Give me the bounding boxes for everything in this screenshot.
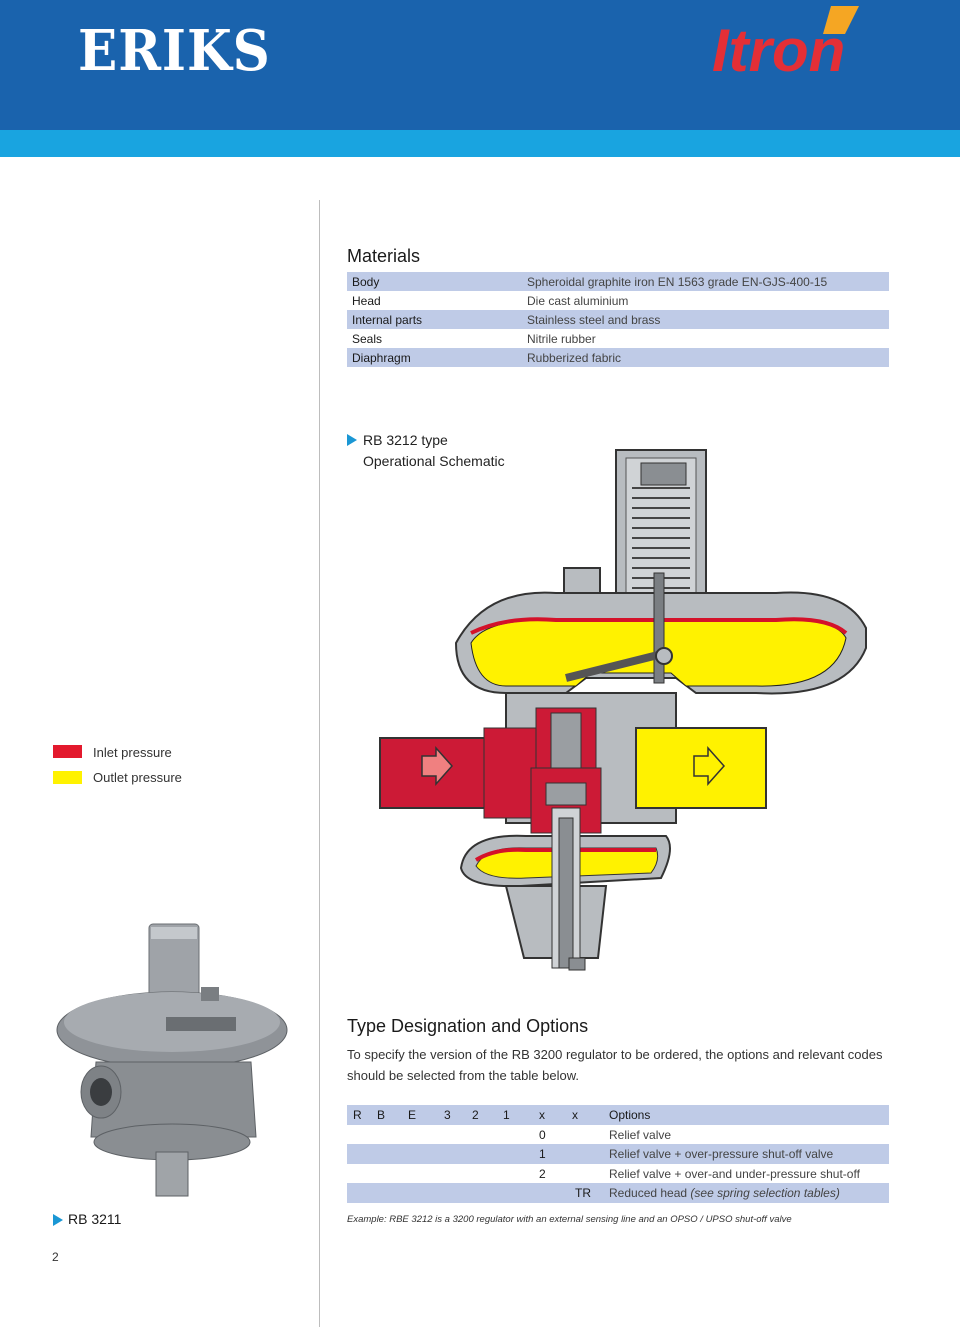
option-note: (see spring selection tables) <box>690 1186 840 1200</box>
example-note: Example: RBE 3212 is a 3200 regulator wi… <box>347 1214 792 1225</box>
rb3211-product-photo <box>56 923 288 1197</box>
play-arrow-icon <box>53 1214 63 1226</box>
code-letter: E <box>408 1108 417 1122</box>
material-value: Spheroidal graphite iron EN 1563 grade E… <box>527 274 828 289</box>
materials-row: Internal parts Stainless steel and brass <box>347 310 889 329</box>
play-arrow-icon <box>347 434 357 446</box>
option-label: Relief valve + over-pressure shut-off va… <box>609 1147 834 1161</box>
page-number: 2 <box>52 1250 59 1264</box>
options-row: 1 Relief valve + over-pressure shut-off … <box>347 1144 889 1164</box>
option-code: 1 <box>539 1147 546 1161</box>
material-value: Stainless steel and brass <box>527 312 661 327</box>
inlet-pressure-label: Inlet pressure <box>93 745 172 760</box>
header-band: ERIKS Itron <box>0 0 960 130</box>
material-name: Body <box>352 274 380 289</box>
material-value: Rubberized fabric <box>527 350 622 365</box>
option-label-wrap: Reduced head (see spring selection table… <box>609 1186 840 1200</box>
material-name: Head <box>352 293 381 308</box>
options-row: 0 Relief valve <box>347 1125 889 1145</box>
material-value: Die cast aluminium <box>527 293 629 308</box>
regulator-schematic-image <box>379 449 867 971</box>
outlet-pressure-swatch <box>53 771 82 784</box>
option-label: Reduced head <box>609 1186 688 1200</box>
code-letter: x <box>539 1108 545 1122</box>
column-divider <box>319 200 320 1327</box>
code-letter: 2 <box>472 1108 479 1122</box>
outlet-pressure-label: Outlet pressure <box>93 770 182 785</box>
materials-row: Head Die cast aluminium <box>347 291 889 310</box>
options-table: R B E 3 2 1 x x Options 0 Relief valve 1… <box>347 1105 889 1203</box>
code-letter: B <box>377 1108 386 1122</box>
material-name: Diaphragm <box>352 350 411 365</box>
options-table-header: R B E 3 2 1 x x Options <box>347 1105 889 1125</box>
header-stripe <box>0 130 960 157</box>
option-code: 0 <box>539 1127 546 1142</box>
material-value: Nitrile rubber <box>527 331 596 346</box>
code-letter: 1 <box>503 1108 510 1122</box>
eriks-logo: ERIKS <box>78 18 271 84</box>
materials-row: Seals Nitrile rubber <box>347 329 889 348</box>
options-row: TR Reduced head (see spring selection ta… <box>347 1183 889 1203</box>
materials-title: Materials <box>347 246 421 266</box>
materials-table: Body Spheroidal graphite iron EN 1563 gr… <box>347 272 889 367</box>
material-name: Internal parts <box>352 312 423 327</box>
option-code: TR <box>575 1186 591 1200</box>
option-label: Relief valve <box>609 1127 672 1142</box>
itron-logo-accent-icon <box>823 6 859 34</box>
inlet-pressure-swatch <box>53 745 82 758</box>
options-row: 2 Relief valve + over-and under-pressure… <box>347 1164 889 1195</box>
options-header: Options <box>609 1108 651 1122</box>
materials-row: Diaphragm Rubberized fabric <box>347 348 889 367</box>
code-letter: R <box>353 1108 362 1122</box>
code-letter: x <box>572 1108 578 1122</box>
type-designation-title: Type Designation and Options <box>347 1016 589 1036</box>
option-code: 2 <box>539 1166 546 1181</box>
code-letter: 3 <box>444 1108 451 1122</box>
type-designation-intro: To specify the version of the RB 3200 re… <box>347 1047 883 1083</box>
schematic-subtitle: Operational Schematic <box>363 453 505 469</box>
itron-logo: Itron <box>712 17 846 84</box>
material-name: Seals <box>352 331 383 346</box>
materials-row: Body Spheroidal graphite iron EN 1563 gr… <box>347 272 889 291</box>
schematic-title: RB 3212 type <box>363 432 448 448</box>
photo-caption: RB 3211 <box>68 1211 122 1227</box>
